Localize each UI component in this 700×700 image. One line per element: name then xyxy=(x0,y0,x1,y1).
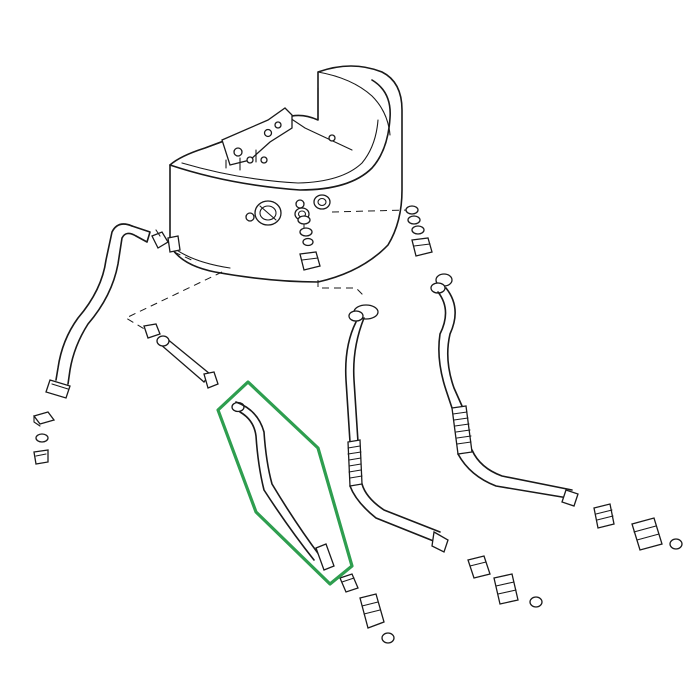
filler-cap xyxy=(254,200,282,226)
tank-port-right xyxy=(313,194,331,210)
fitting-bottom-left xyxy=(339,573,395,644)
connector-sleeve xyxy=(156,335,219,389)
tank-body xyxy=(167,65,403,283)
highlight-outline xyxy=(216,380,354,586)
highlighted-drain-pipe[interactable] xyxy=(216,380,354,586)
hose-clamp-lower xyxy=(143,323,161,339)
drain-pipe xyxy=(231,401,335,571)
fitting-bottom-middle xyxy=(467,555,543,608)
middle-pipe xyxy=(344,304,449,553)
fitting-bottom-right xyxy=(593,503,683,551)
right-pipe xyxy=(430,273,579,507)
left-hose xyxy=(45,223,151,399)
drain-plug xyxy=(32,411,56,465)
seal-stack-middle xyxy=(297,215,321,271)
mounting-bracket xyxy=(221,107,336,171)
hose-clamp-upper xyxy=(151,229,169,249)
seal-stack-right xyxy=(405,205,433,257)
